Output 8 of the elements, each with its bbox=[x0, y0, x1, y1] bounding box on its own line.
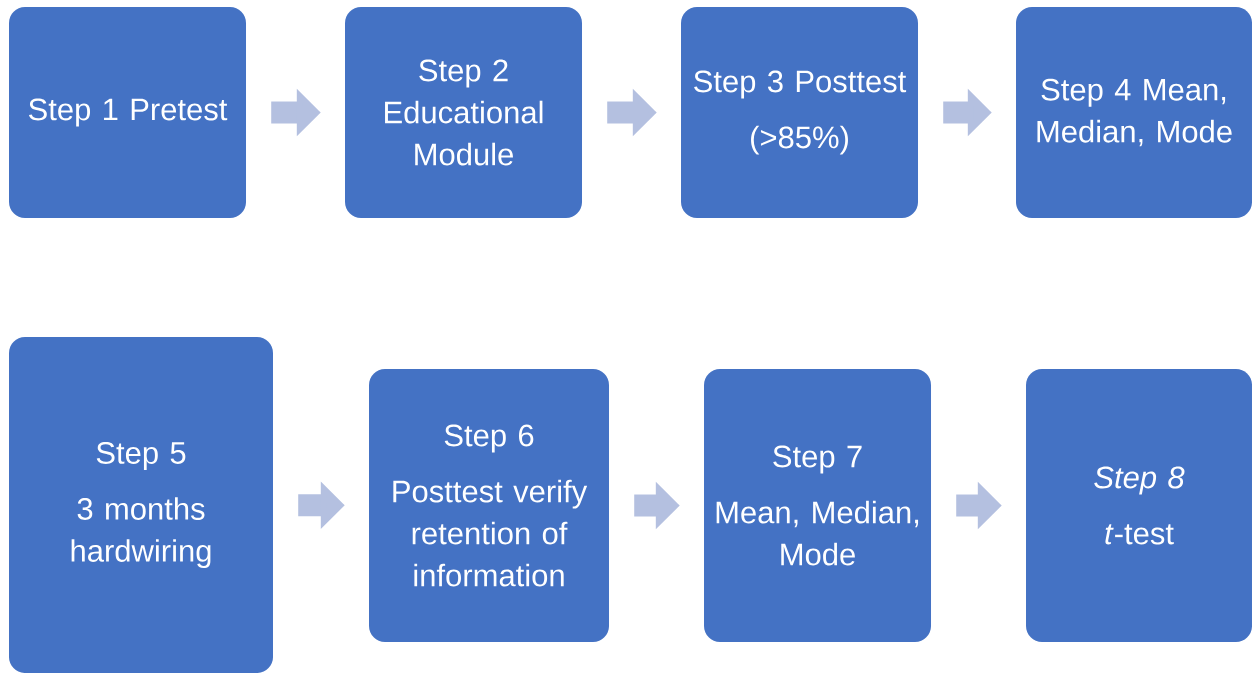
step-box: Step 8 t-test bbox=[1026, 369, 1252, 642]
step-box: Step 4 Mean, Median, Mode bbox=[1016, 7, 1252, 218]
step-box: Step 5 3 months hardwiring bbox=[9, 337, 273, 673]
step-box: Step 7 Mean, Median, Mode bbox=[704, 369, 931, 642]
step-box: Step 6 Posttest verify retention of information bbox=[369, 369, 609, 642]
step-box: Step 3 Posttest (>85%) bbox=[681, 7, 918, 218]
step-box: Step 2 Educational Module bbox=[345, 7, 582, 218]
step-box: Step 1 Pretest bbox=[9, 7, 246, 218]
